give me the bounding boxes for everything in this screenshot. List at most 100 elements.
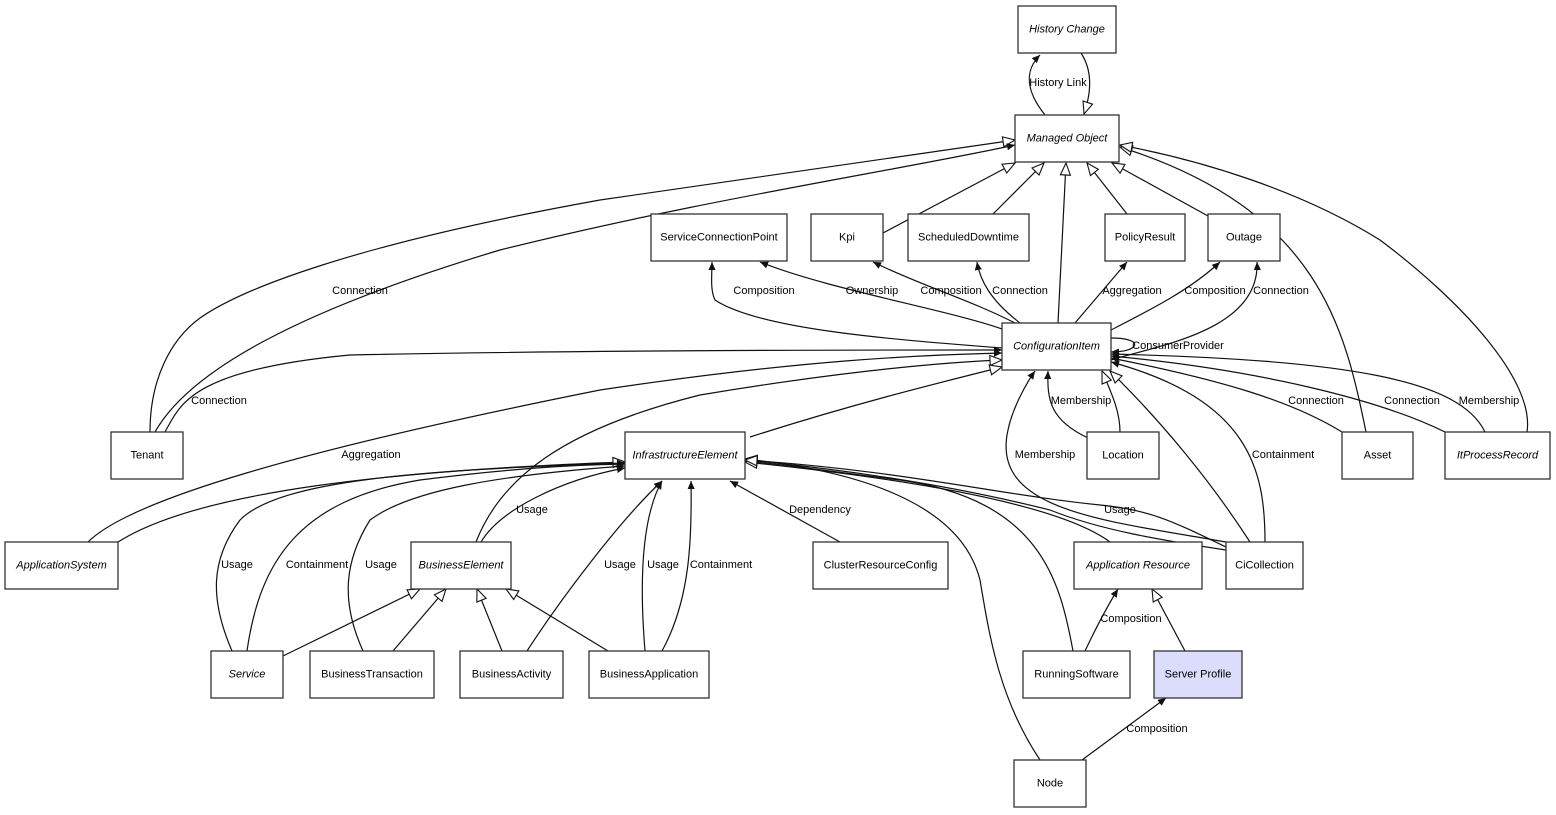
association-arrow [154, 143, 1016, 433]
association-edge-node-to-serverprofile [1081, 697, 1167, 761]
association-edge-configurationitem-to-kpi [872, 261, 1016, 324]
class-node-service[interactable]: Service [210, 650, 284, 699]
class-box[interactable] [210, 650, 284, 699]
class-node-cluster-resource-config[interactable]: ClusterResourceConfig [812, 541, 949, 590]
class-box[interactable] [309, 650, 435, 699]
class-box[interactable] [907, 213, 1030, 262]
class-node-server-profile[interactable]: Server Profile [1153, 650, 1243, 699]
class-box[interactable] [812, 541, 949, 590]
edge-label: Composition [1184, 285, 1245, 297]
class-box[interactable] [624, 431, 746, 480]
class-node-running-software[interactable]: RunningSoftware [1022, 650, 1131, 699]
class-box[interactable] [588, 650, 710, 699]
class-box[interactable] [1086, 431, 1160, 480]
inheritance-arrow [475, 360, 1002, 543]
association-edge-asset-to-configurationitem [1110, 356, 1343, 433]
edges-layer [87, 52, 1529, 761]
generalization-edge-businessactivity-to-businesselement [477, 589, 503, 652]
class-box[interactable] [4, 541, 119, 590]
class-name: ApplicationSystem [15, 559, 107, 571]
edge-label: Aggregation [1102, 285, 1161, 297]
class-box[interactable] [110, 431, 184, 480]
class-box[interactable] [1014, 114, 1120, 163]
generalization-edge-location-to-configurationitem [1102, 371, 1121, 433]
association-edge-configurationitem-to-outage [1110, 261, 1221, 331]
class-node-location[interactable]: Location [1086, 431, 1160, 480]
class-node-history-change[interactable]: History Change [1017, 5, 1117, 54]
class-node-asset[interactable]: Asset [1341, 431, 1414, 480]
association-arrow [746, 457, 1227, 551]
generalization-edge-asset-to-managedobject [1120, 147, 1367, 433]
association-edge-service-to-infrastructureelement [215, 459, 626, 652]
class-box[interactable] [1104, 213, 1186, 262]
class-box[interactable] [1022, 650, 1131, 699]
class-node-kpi[interactable]: Kpi [810, 213, 884, 262]
association-arrow [729, 480, 841, 543]
class-box[interactable] [650, 213, 788, 262]
class-node-tenant[interactable]: Tenant [110, 431, 184, 480]
class-name: History Change [1029, 23, 1105, 35]
class-box[interactable] [1444, 431, 1551, 480]
class-box[interactable] [1017, 5, 1117, 54]
class-node-infrastructure-element[interactable]: InfrastructureElement [624, 431, 746, 480]
class-node-it-process-record[interactable]: ItProcessRecord [1444, 431, 1551, 480]
class-box[interactable] [1073, 541, 1203, 590]
edge-label: Composition [1126, 723, 1187, 735]
class-node-ci-collection[interactable]: CiCollection [1225, 541, 1304, 590]
class-box[interactable] [410, 541, 512, 590]
association-arrow [1110, 356, 1343, 433]
class-box[interactable] [1153, 650, 1243, 699]
association-edge-clusterresourceconfig-to-infrastructureelement [729, 480, 841, 543]
class-box[interactable] [1001, 322, 1112, 371]
inheritance-arrow [992, 163, 1044, 215]
inheritance-arrow [1120, 147, 1367, 433]
association-edge-managedobject-to-historychange [1028, 54, 1046, 116]
association-arrow [480, 465, 626, 543]
association-edge-tenant-to-managedobject [154, 143, 1016, 433]
edge-label: Connection [1253, 285, 1309, 297]
class-name: BusinessActivity [472, 668, 552, 680]
class-node-node[interactable]: Node [1013, 759, 1087, 808]
class-node-managed-object[interactable]: Managed Object [1014, 114, 1120, 163]
inheritance-arrow [506, 589, 609, 652]
edge-label: Membership [1459, 395, 1520, 407]
edge-label: Dependency [789, 504, 851, 516]
association-edge-businesselement-to-infrastructureelement [480, 465, 626, 543]
class-name: Outage [1226, 231, 1262, 243]
class-box[interactable] [1225, 541, 1304, 590]
class-box[interactable] [810, 213, 884, 262]
class-box[interactable] [1013, 759, 1087, 808]
class-node-policy-result[interactable]: PolicyResult [1104, 213, 1186, 262]
class-node-business-activity[interactable]: BusinessActivity [459, 650, 564, 699]
edge-label: Usage [1104, 504, 1136, 516]
class-box[interactable] [459, 650, 564, 699]
generalization-edge-service-to-businesselement [282, 589, 420, 657]
edge-label: Ownership [846, 285, 899, 297]
association-edge-businessapplication-to-infrastructureelement [641, 480, 663, 652]
edge-label: Usage [221, 559, 253, 571]
generalization-edge-cicollection-to-infrastructureelement [745, 460, 1227, 548]
association-arrow [641, 480, 663, 652]
class-node-outage[interactable]: Outage [1207, 213, 1281, 262]
class-node-service-connection-point[interactable]: ServiceConnectionPoint [650, 213, 788, 262]
association-edge-configurationitem-to-scheduleddowntime [974, 261, 1021, 324]
generalization-edge-cicollection-to-configurationitem [1110, 371, 1251, 543]
class-name: Service [229, 668, 266, 680]
class-node-business-application[interactable]: BusinessApplication [588, 650, 710, 699]
association-arrow [708, 261, 1003, 349]
association-arrow [526, 480, 663, 652]
class-node-business-element[interactable]: BusinessElement [410, 541, 512, 590]
class-node-application-system[interactable]: ApplicationSystem [4, 541, 119, 590]
class-box[interactable] [1341, 431, 1414, 480]
association-edge-cicollection-to-configurationitem [1110, 360, 1266, 543]
class-name: BusinessApplication [600, 668, 698, 680]
class-node-configuration-item[interactable]: ConfigurationItem [1001, 322, 1112, 371]
class-node-scheduled-downtime[interactable]: ScheduledDowntime [907, 213, 1030, 262]
generalization-edge-applicationresource-to-infrastructureelement [745, 462, 1111, 543]
class-box[interactable] [1207, 213, 1281, 262]
class-name: ItProcessRecord [1457, 449, 1539, 461]
class-node-business-transaction[interactable]: BusinessTransaction [309, 650, 435, 699]
edge-label: Connection [992, 285, 1048, 297]
class-node-application-resource[interactable]: Application Resource [1073, 541, 1203, 590]
